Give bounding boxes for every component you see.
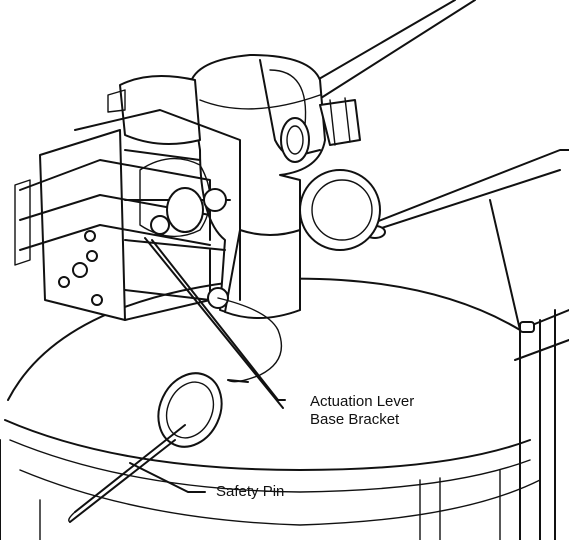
actuator-rod bbox=[299, 0, 476, 106]
actuator-cage bbox=[14, 109, 241, 321]
mounting-bracket bbox=[329, 149, 569, 540]
leader-lines bbox=[129, 237, 286, 493]
callout-base-bracket: Base Bracket bbox=[310, 411, 400, 428]
actuation-leader bbox=[151, 239, 286, 401]
safety-pin-assembly bbox=[68, 297, 283, 523]
safety-pin-leader bbox=[129, 462, 206, 493]
bracket-leader bbox=[144, 237, 284, 409]
callout-safety-pin: Safety Pin bbox=[216, 483, 285, 500]
valve-head bbox=[107, 54, 381, 320]
callout-actuation-lever: Actuation Lever bbox=[310, 393, 415, 410]
